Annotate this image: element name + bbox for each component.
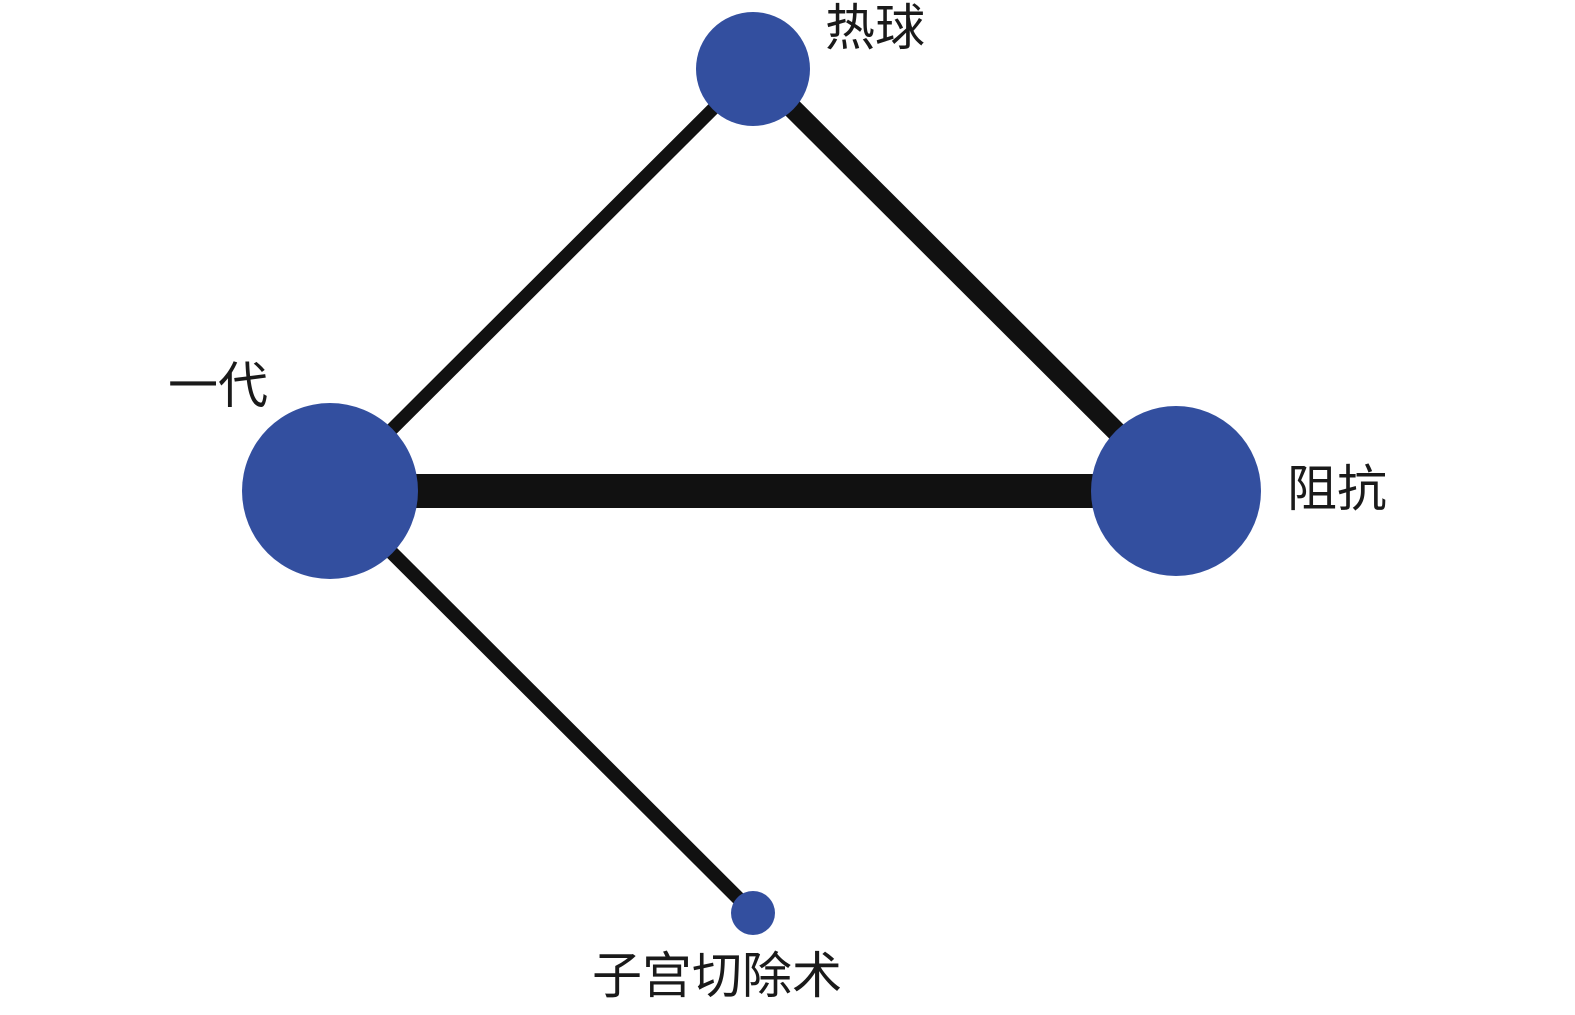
edge-reqiu-zukang — [745, 61, 1184, 499]
nodes-layer — [242, 12, 1261, 935]
node-yidai — [242, 403, 418, 579]
edges-layer — [325, 61, 1184, 918]
node-reqiu — [696, 12, 810, 126]
node-label-yidai: 一代 — [168, 357, 268, 415]
node-zigong — [731, 891, 775, 935]
node-label-zigong: 子宫切除术 — [592, 947, 842, 1005]
edge-yidai-zigong — [325, 486, 758, 918]
node-zukang — [1091, 406, 1261, 576]
edge-yidai-reqiu — [325, 64, 758, 496]
node-label-zukang: 阻抗 — [1287, 460, 1387, 518]
labels-layer: 一代 热球 阻抗 子宫切除术 — [168, 0, 1387, 1005]
node-label-reqiu: 热球 — [825, 0, 925, 57]
